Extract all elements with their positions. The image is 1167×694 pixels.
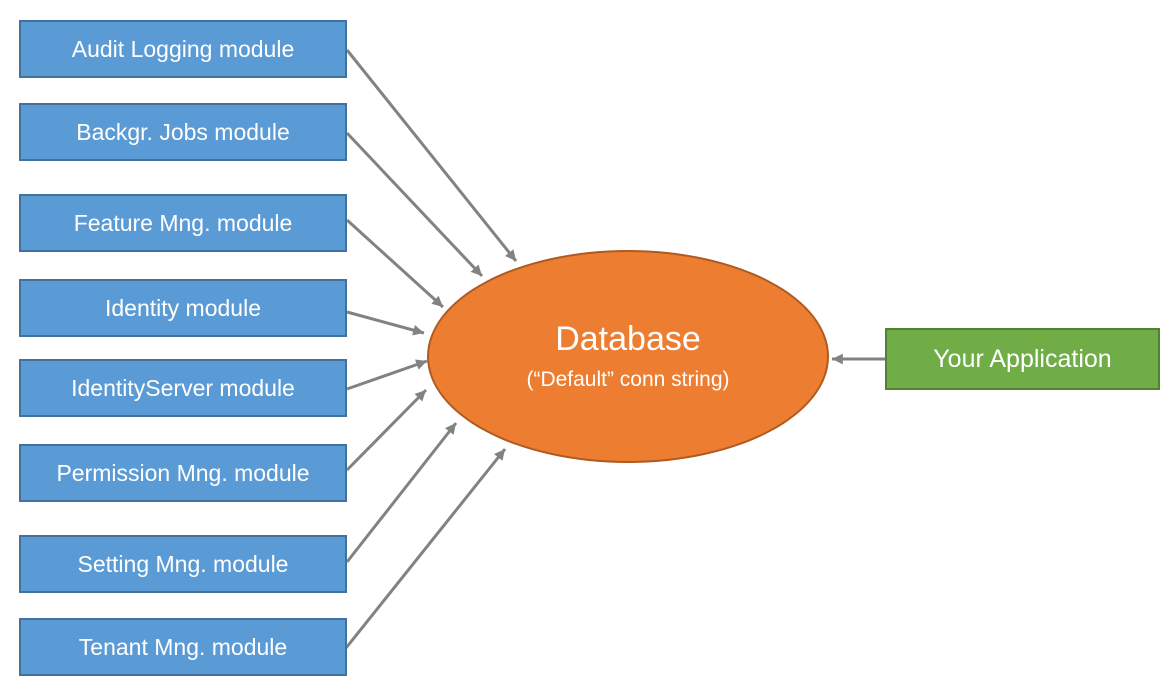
your-application-box: Your Application [885, 328, 1160, 390]
module-label: Permission Mng. module [56, 459, 310, 486]
module-box-permission-mng: Permission Mng. module [19, 444, 347, 502]
arrow-permission-mng-to-database [345, 388, 428, 472]
module-box-setting-mng: Setting Mng. module [19, 535, 347, 593]
module-box-identityserver: IdentityServer module [19, 359, 347, 417]
module-label: Backgr. Jobs module [76, 118, 290, 145]
your-application-label: Your Application [933, 344, 1112, 373]
module-box-feature-mng: Feature Mng. module [19, 194, 347, 252]
module-label: Feature Mng. module [73, 209, 293, 236]
arrow-tenant-mng-to-database [344, 448, 507, 649]
arrow-identityserver-to-database [346, 359, 428, 391]
arrow-audit-logging-to-database [345, 49, 518, 262]
database-ellipse: Database (“Default” conn string) [427, 250, 829, 463]
database-title: Database [555, 320, 701, 359]
module-box-tenant-mng: Tenant Mng. module [19, 618, 347, 676]
module-label: Tenant Mng. module [78, 633, 288, 660]
arrow-feature-mng-to-database [345, 218, 445, 309]
arrow-identity-to-database [346, 310, 425, 336]
database-subtitle: (“Default” conn string) [526, 368, 730, 392]
module-box-identity: Identity module [19, 279, 347, 337]
module-label: Identity module [105, 294, 261, 321]
module-label: Setting Mng. module [77, 550, 289, 577]
module-label: Audit Logging module [71, 35, 295, 62]
module-box-audit-logging: Audit Logging module [19, 20, 347, 78]
module-label: IdentityServer module [71, 374, 295, 401]
module-box-backgr-jobs: Backgr. Jobs module [19, 103, 347, 161]
arrow-setting-mng-to-database [345, 422, 458, 563]
arrow-backgr-jobs-to-database [345, 131, 484, 278]
